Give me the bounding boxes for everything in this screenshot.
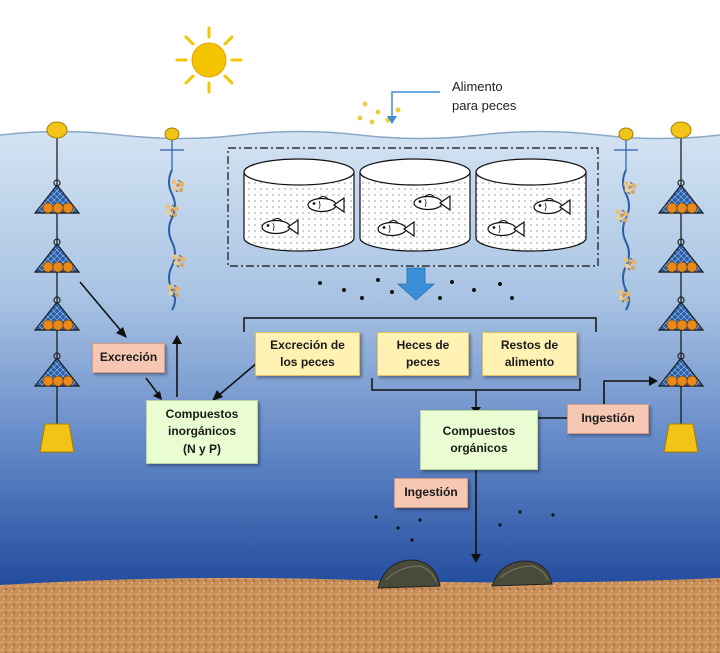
sun-icon	[175, 26, 243, 94]
anchor-weight	[39, 423, 75, 453]
left-seaweed-line	[160, 127, 187, 311]
inorganic-compounds-box: Compuestos inorgánicos (N y P)	[146, 400, 258, 464]
feed-label: Alimento para peces	[452, 79, 517, 113]
anchor-weight	[663, 423, 699, 453]
fish-cage	[359, 158, 471, 252]
blue-down-arrow	[396, 267, 436, 301]
fish-pen-enclosure	[227, 147, 599, 267]
sinking-particles	[374, 510, 555, 542]
fish-cage	[243, 158, 355, 252]
sediment-floor	[0, 577, 720, 653]
left-lantern-line	[34, 121, 80, 453]
fish-excretion-box: Excreción de los peces	[255, 332, 360, 376]
feed-arrow	[391, 91, 440, 118]
ingestion-label-bottom: Ingestión	[394, 478, 468, 508]
top-bracket	[243, 317, 597, 332]
sky	[0, 0, 720, 130]
arrow-excretion-to-inorganic	[217, 361, 259, 397]
water-surface-line	[0, 130, 720, 140]
ingestion-label-right: Ingestión	[567, 404, 649, 434]
sea-cucumber-icon	[491, 560, 553, 587]
fish-feces-box: Heces de peces	[377, 332, 469, 376]
food-remains-box: Restos de alimento	[482, 332, 577, 376]
organic-compounds-box: Compuestos orgánicos	[420, 410, 538, 470]
waste-particles	[318, 278, 514, 300]
sea-cucumber-icon	[377, 559, 441, 589]
arrow-excretion-label-to-inorganic	[145, 377, 159, 395]
right-seaweed-line	[614, 127, 638, 311]
excretion-label: Excreción	[92, 343, 165, 373]
fish-cage	[475, 158, 587, 252]
arrow-lantern-to-excretion	[79, 281, 123, 333]
right-lantern-line	[658, 121, 704, 453]
